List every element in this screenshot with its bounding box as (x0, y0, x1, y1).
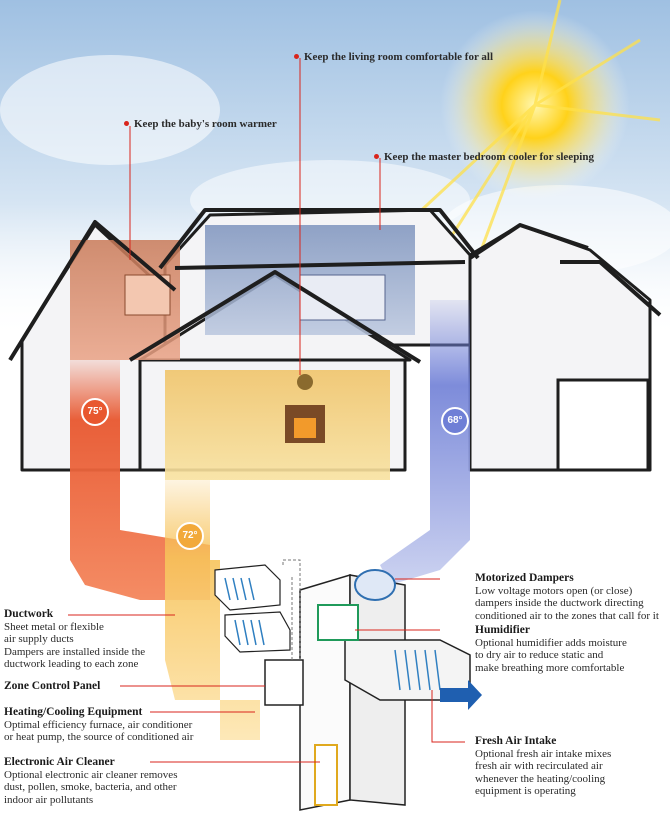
label-baby-room: Keep the baby's room warmer (124, 118, 277, 130)
bullet-dot (374, 153, 379, 159)
duct-living-room (165, 480, 260, 740)
label-master-bedroom: Keep the master bedroom cooler for sleep… (374, 151, 594, 163)
temp-badge-master: 68° (441, 407, 469, 435)
label-zone-control-panel: Zone Control Panel (4, 680, 101, 692)
roof-lines (8, 208, 662, 364)
fireplace-fire (294, 418, 316, 438)
bullet-dot (294, 53, 299, 59)
wall-clock (297, 374, 313, 390)
control-wires (282, 559, 301, 660)
living-room (165, 370, 390, 480)
garage-door (556, 378, 650, 472)
leader-lines (68, 58, 465, 763)
air-cleaner-unit (314, 744, 338, 806)
bullet-dot (124, 120, 129, 126)
label-heating-cooling: Heating/Cooling Equipment Optimal effici… (4, 706, 194, 743)
label-ductwork: Ductwork Sheet metal or flexible air sup… (4, 608, 146, 670)
duct-master-bedroom (380, 300, 470, 585)
humidifier-unit (317, 604, 359, 641)
cloud (0, 55, 220, 165)
fresh-air-arrow (440, 680, 482, 710)
supply-plenum (214, 564, 291, 653)
zone-control-panel (264, 659, 304, 706)
label-motorized-dampers: Motorized Dampers Low voltage motors ope… (475, 572, 659, 622)
label-living-room: Keep the living room comfortable for all (294, 51, 493, 63)
motorized-damper (354, 569, 396, 601)
label-electronic-air-cleaner: Electronic Air Cleaner Optional electron… (4, 756, 178, 806)
temp-badge-living: 72° (176, 522, 204, 550)
temp-badge-baby: 75° (81, 398, 109, 426)
label-humidifier: Humidifier Optional humidifier adds mois… (475, 624, 627, 674)
damper-vents (224, 577, 441, 691)
label-fresh-air-intake: Fresh Air Intake Optional fresh air inta… (475, 735, 612, 797)
